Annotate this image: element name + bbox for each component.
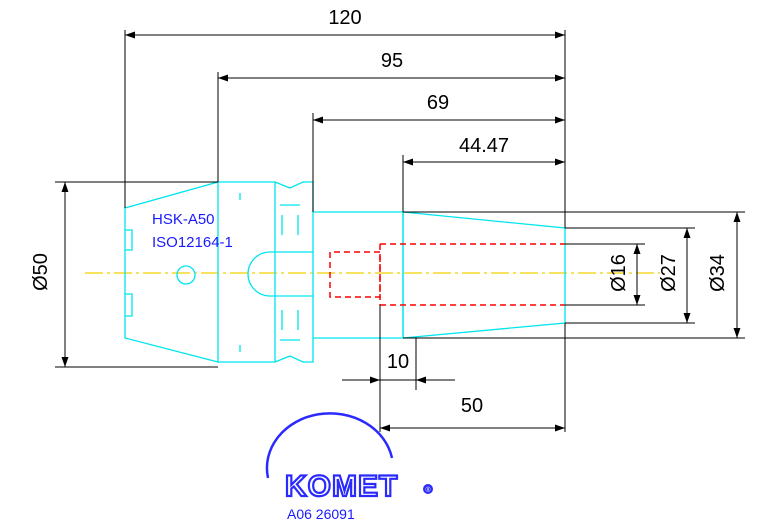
dim-d34-label: Ø34 — [707, 254, 729, 292]
registered-mark-icon — [423, 484, 433, 494]
dim-d16-label: Ø16 — [608, 254, 630, 292]
standard-label-hsk: HSK-A50 — [152, 211, 215, 228]
dim-69-label: 69 — [427, 92, 449, 114]
dim-95-label: 95 — [381, 50, 403, 72]
dim-10-label: 10 — [387, 351, 409, 373]
keyway-top — [125, 229, 133, 251]
drawing-reference: A06 26091 — [287, 506, 355, 522]
dim-d27-label: Ø27 — [658, 254, 680, 292]
drive-slot — [247, 251, 313, 297]
dim-44-47-label: 44.47 — [459, 135, 509, 157]
dim-d50-label: Ø50 — [30, 253, 52, 291]
keyway-bottom — [125, 293, 133, 317]
hsk-shank — [124, 181, 219, 363]
komet-logo: KOMET ® — [265, 412, 433, 504]
logo-arc — [265, 412, 394, 479]
standard-label-iso: ISO12164-1 — [152, 234, 233, 251]
logo-brand-text: KOMET — [285, 470, 398, 503]
tool-holder-outline — [124, 181, 566, 363]
dim-50-label: 50 — [461, 395, 483, 417]
dim-120-label: 120 — [328, 7, 361, 29]
v-groove — [274, 181, 314, 363]
registered-mark-text: ® — [425, 486, 431, 494]
flange — [218, 181, 276, 363]
tapered-nose — [402, 211, 566, 339]
cross-hole — [176, 265, 196, 285]
dimension-lines — [55, 30, 745, 432]
hidden-bore — [329, 243, 565, 306]
body — [313, 211, 404, 339]
